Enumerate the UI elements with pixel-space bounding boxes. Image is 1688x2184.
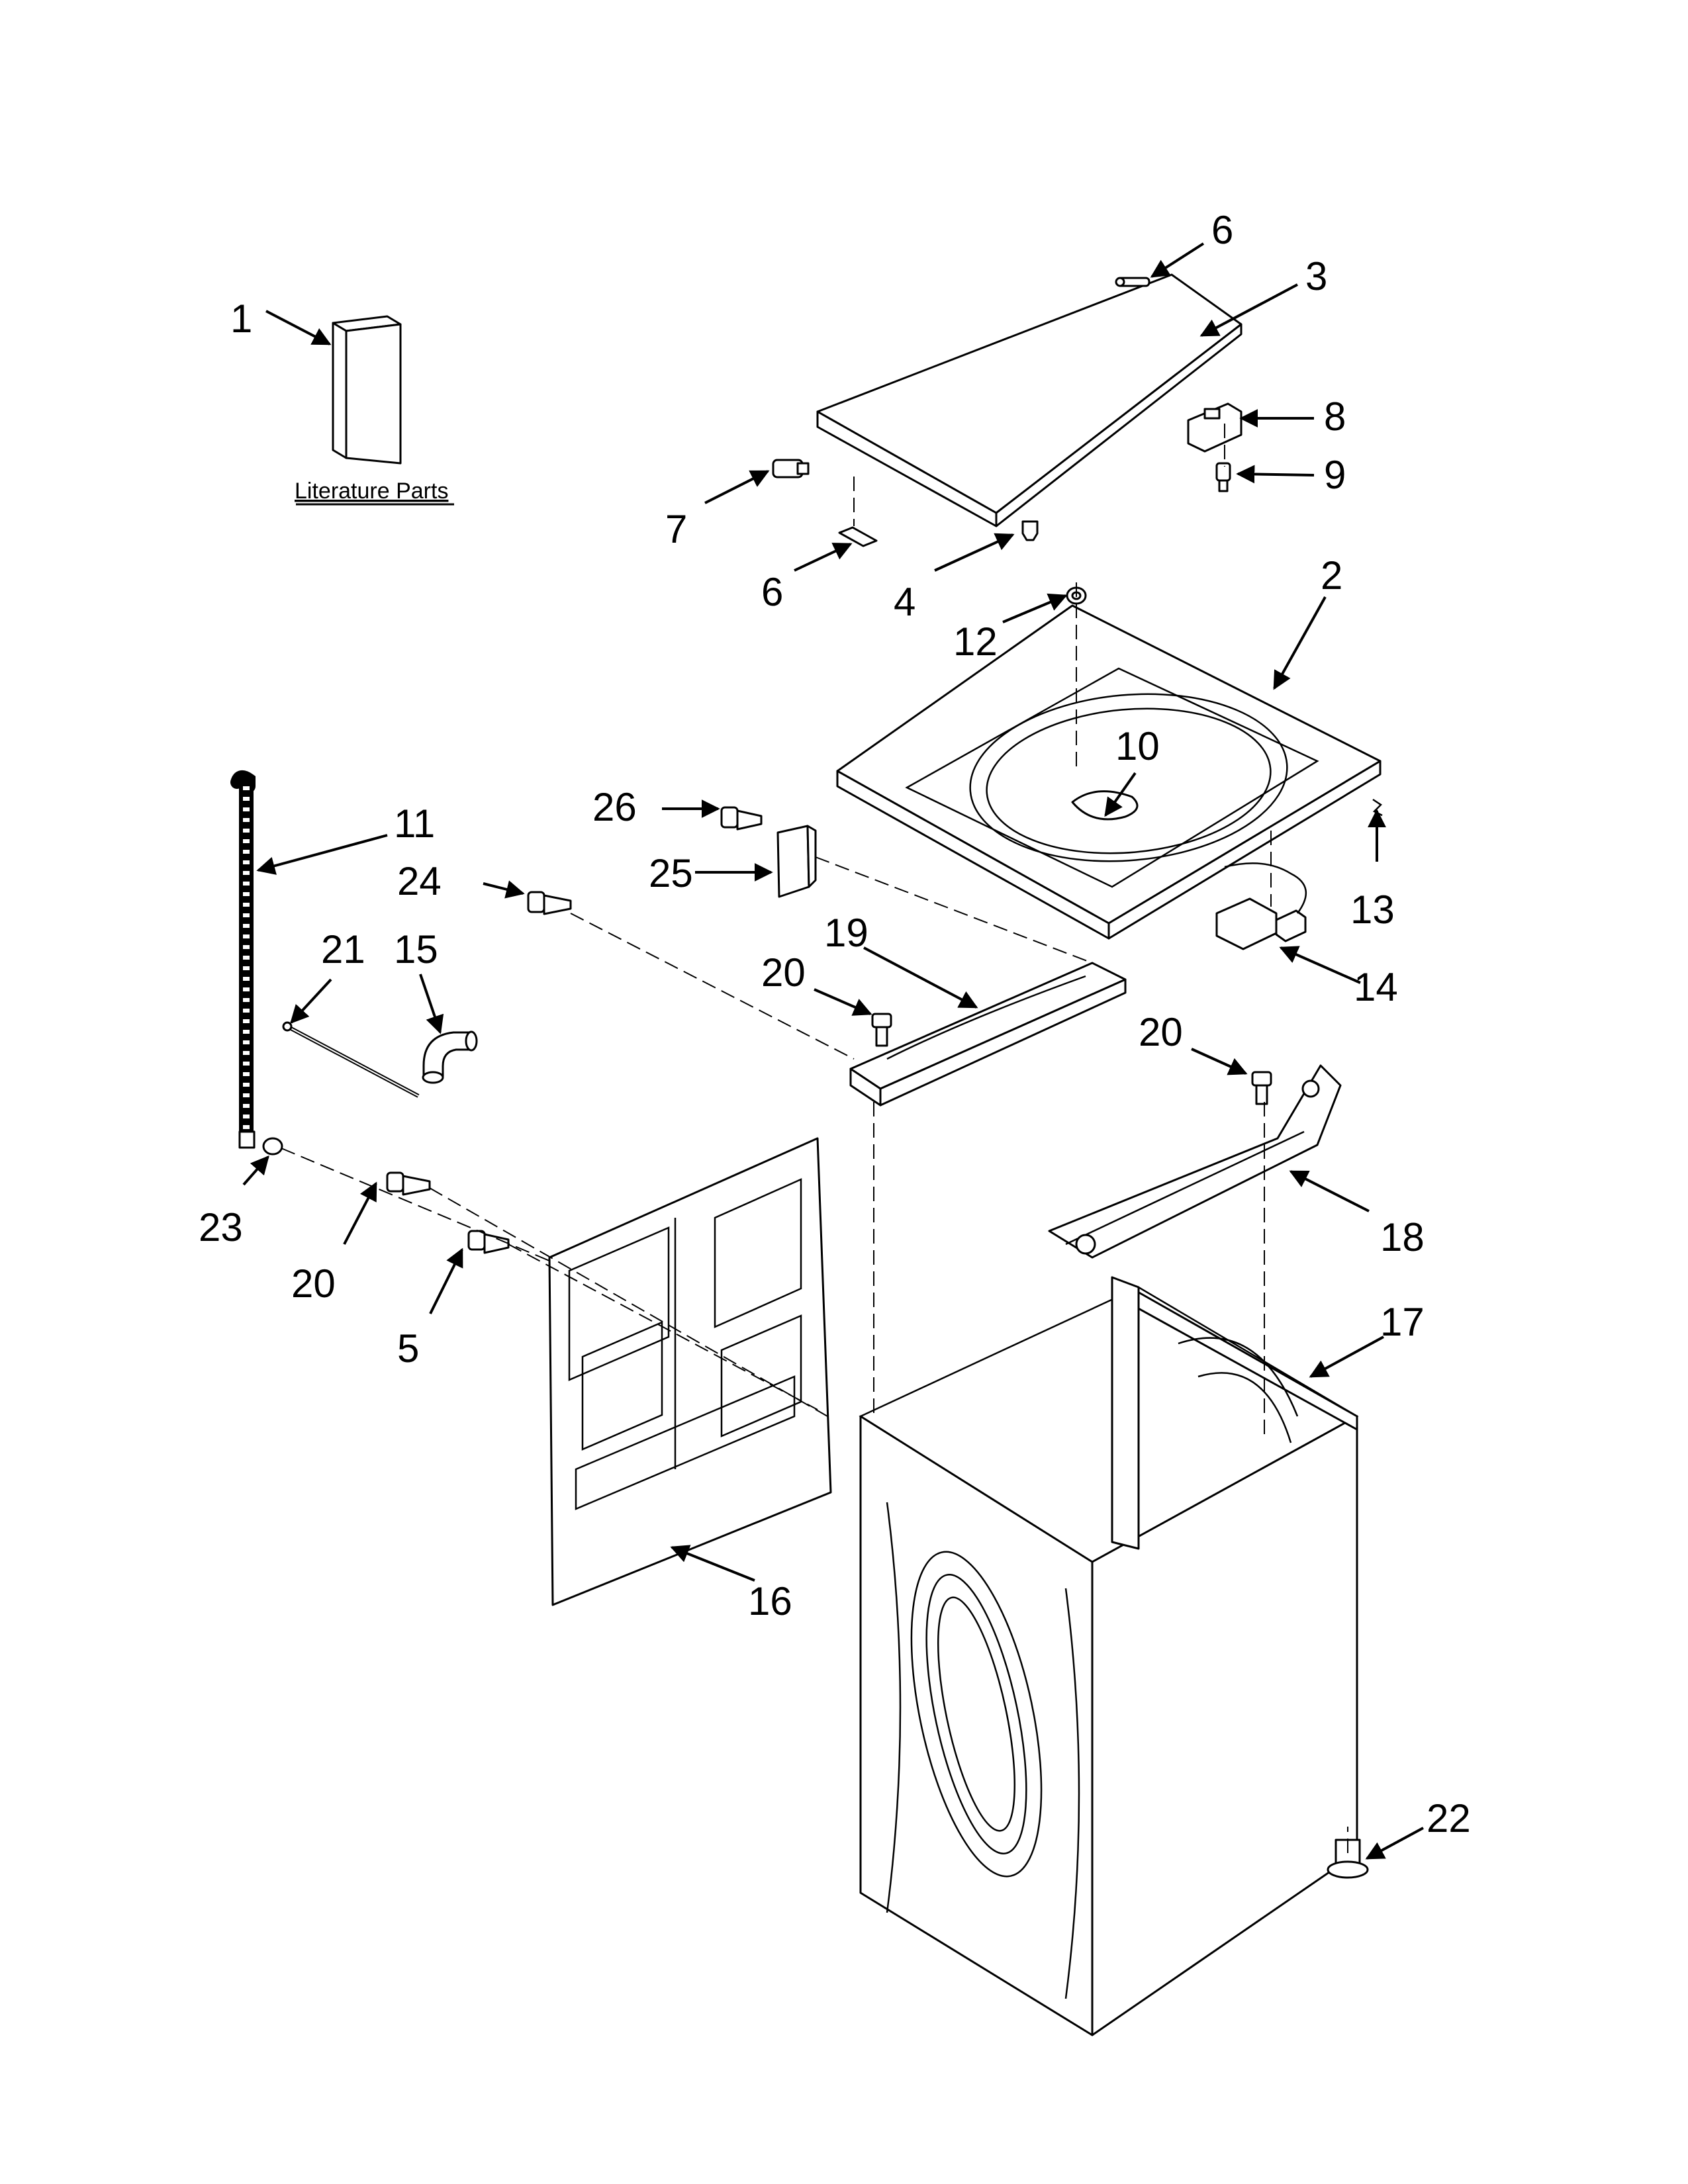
- callout-20-right: 20: [1139, 1010, 1183, 1054]
- lid-lock-bracket: [1187, 402, 1243, 453]
- hinge-pin-top: [1115, 277, 1150, 287]
- lid: [816, 273, 1243, 527]
- callout-23: 23: [199, 1205, 243, 1250]
- screw-5: [467, 1230, 510, 1254]
- callout-12: 12: [953, 619, 998, 664]
- callout-20-center: 20: [761, 950, 806, 995]
- callout-1: 1: [230, 296, 252, 341]
- bracket-screw: [1215, 462, 1231, 492]
- screw-20-right: [1251, 1071, 1272, 1105]
- callout-22: 22: [1427, 1796, 1471, 1841]
- callout-13: 13: [1350, 887, 1395, 932]
- callout-18: 18: [1380, 1215, 1425, 1259]
- callout-15: 15: [394, 927, 438, 972]
- callout-9: 9: [1324, 453, 1346, 497]
- callout-6-lower: 6: [761, 570, 783, 614]
- callout-5: 5: [397, 1326, 419, 1371]
- callout-10: 10: [1115, 724, 1160, 768]
- callout-25: 25: [649, 851, 693, 895]
- callout-3: 3: [1305, 254, 1327, 298]
- hose-clamp: [262, 1137, 283, 1156]
- corner-bracket: [776, 825, 817, 898]
- callout-20-left: 20: [291, 1261, 336, 1306]
- rear-panel: [548, 1137, 832, 1606]
- hinge-pin-lower: [838, 526, 878, 547]
- leader-arrows: [242, 242, 1424, 1860]
- callout-14: 14: [1354, 965, 1398, 1009]
- lid-lock-assembly: [1215, 862, 1307, 950]
- callout-21: 21: [321, 927, 365, 972]
- callout-17: 17: [1380, 1300, 1425, 1344]
- screw-24: [527, 891, 572, 915]
- callout-labels: 1 2 3 4 5 6 6 7 8 9 10 11 12 13 14 15 16…: [199, 208, 1471, 1841]
- drain-hose: [230, 770, 256, 1149]
- assembly-lines: [281, 424, 1348, 1853]
- callout-7: 7: [665, 507, 687, 551]
- callout-4: 4: [894, 580, 915, 624]
- callout-2: 2: [1321, 553, 1342, 598]
- callout-19: 19: [824, 911, 868, 955]
- callout-8: 8: [1324, 394, 1346, 439]
- top-panel: [836, 604, 1382, 940]
- screw-20-center: [871, 1013, 892, 1047]
- lid-bumper: [1021, 520, 1039, 541]
- callout-16: 16: [748, 1579, 792, 1623]
- cabinet: [859, 1276, 1359, 2036]
- screw-26: [720, 806, 763, 831]
- literature-booklet: [332, 315, 402, 465]
- lid-screw: [772, 459, 810, 478]
- callout-24: 24: [397, 859, 442, 903]
- rear-brace: [1048, 1064, 1342, 1259]
- literature-parts-label: Literature Parts: [295, 478, 448, 504]
- screw-20-left: [386, 1171, 431, 1196]
- callout-6-top: 6: [1211, 208, 1233, 252]
- callout-11: 11: [394, 801, 435, 846]
- hose-guide: [422, 1030, 478, 1084]
- tie-strap: [282, 1021, 420, 1098]
- callout-26: 26: [592, 785, 637, 829]
- front-top-brace: [849, 962, 1127, 1107]
